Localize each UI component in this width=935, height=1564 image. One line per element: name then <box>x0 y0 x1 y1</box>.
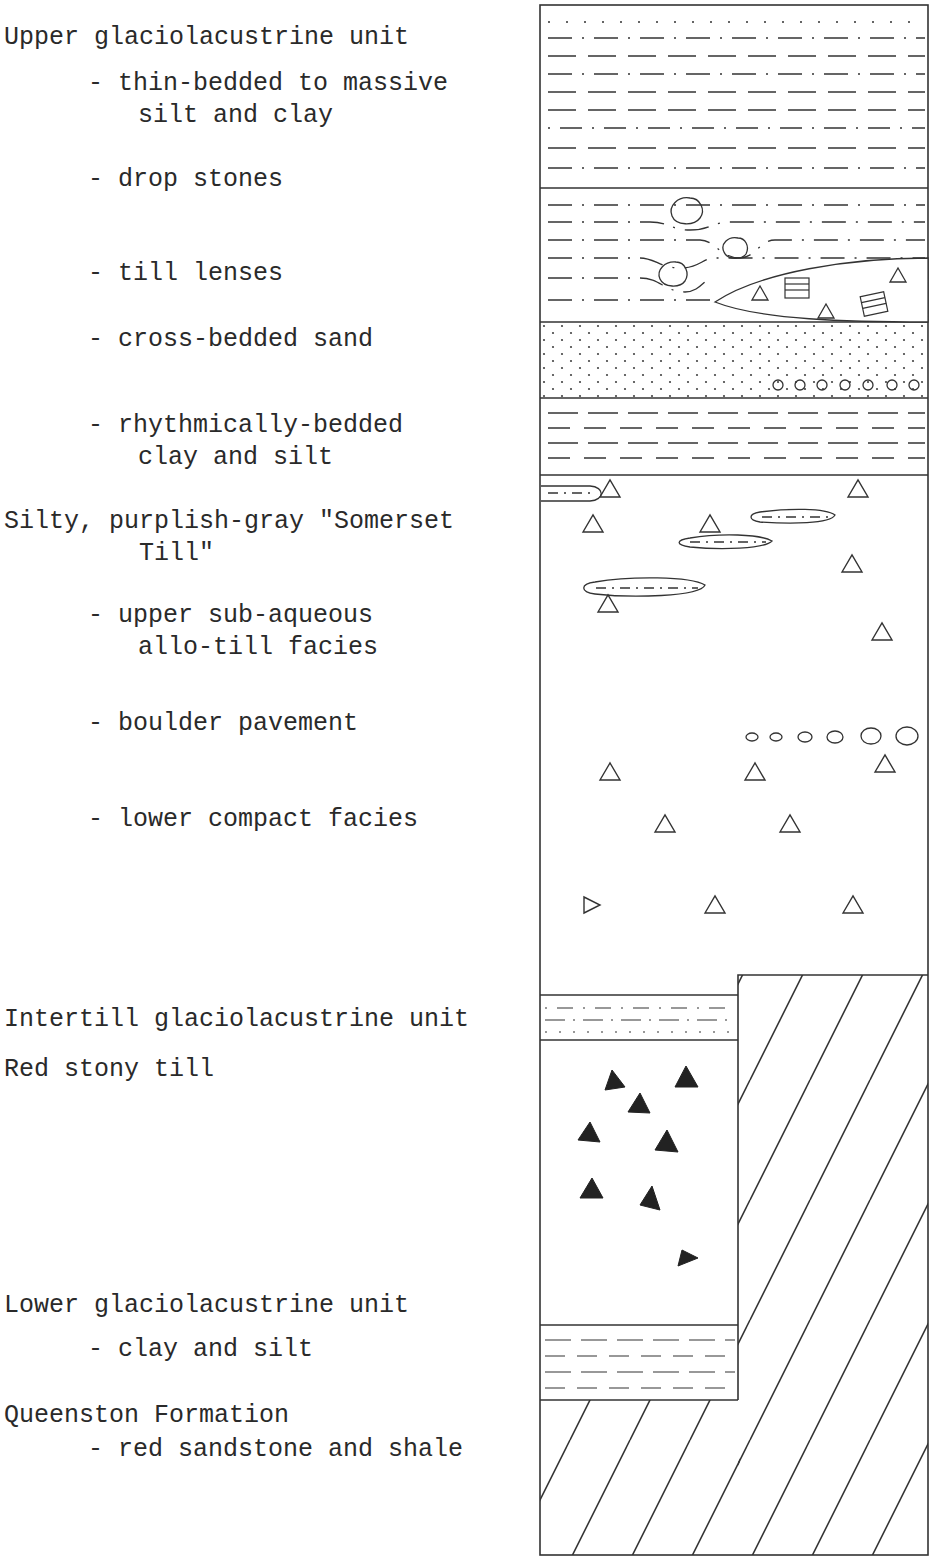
unit-label: Queenston Formation <box>4 1400 404 1432</box>
unit-label: - rhythmically-bedded clay and silt <box>88 410 428 474</box>
unit-label: Intertill glaciolacustrine unit <box>4 1004 524 1036</box>
unit-label: - clay and silt <box>88 1334 488 1366</box>
unit-label: - red sandstone and shale <box>88 1434 528 1466</box>
unit-label: Red stony till <box>4 1054 404 1086</box>
unit-label: Lower glaciolacustrine unit <box>4 1290 464 1322</box>
unit-label: - drop stones <box>88 164 488 196</box>
column-drawing <box>540 5 928 1555</box>
unit-label: - cross-bedded sand <box>88 324 488 356</box>
unit-label: Upper glaciolacustrine unit <box>4 22 504 54</box>
unit-label: - lower compact facies <box>88 804 488 836</box>
unit-label: - thin-bedded to massive silt and clay <box>88 68 468 132</box>
unit-label: Silty, purplish-gray "Somerset Till" <box>4 506 504 570</box>
unit-label: - upper sub-aqueous allo-till facies <box>88 600 418 664</box>
unit-label: - till lenses <box>88 258 488 290</box>
unit-label: - boulder pavement <box>88 708 488 740</box>
